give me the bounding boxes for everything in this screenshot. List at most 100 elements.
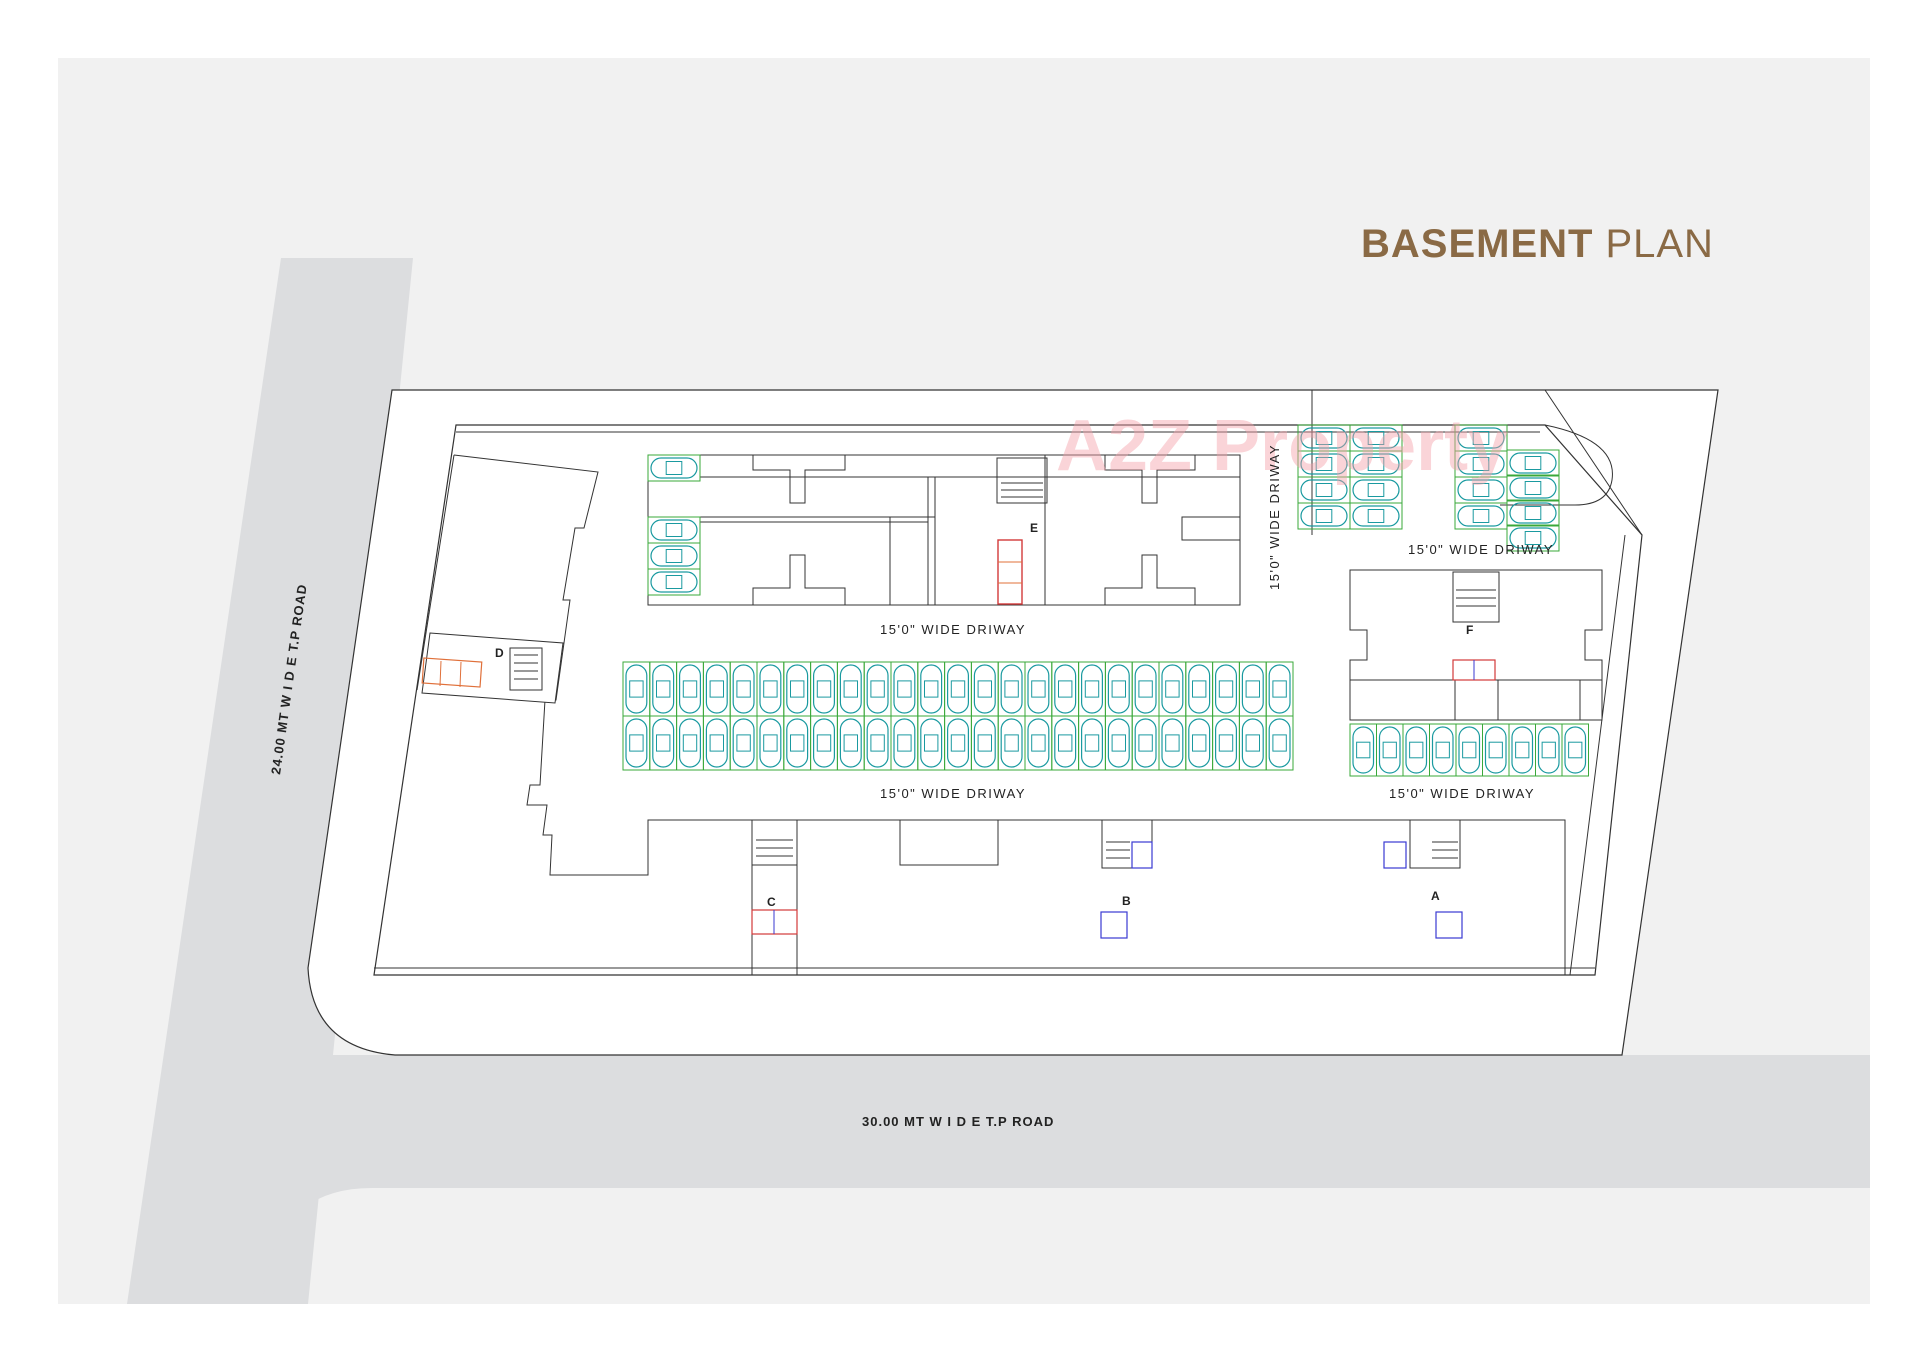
car-symbol [1214, 718, 1237, 768]
corner-ramp-curve [1500, 424, 1613, 506]
car-symbol [1268, 664, 1291, 714]
car-window [1111, 680, 1126, 698]
parking-bay [1506, 524, 1560, 552]
core-d-label: D [495, 646, 504, 660]
core-b-label: B [1122, 894, 1131, 908]
car-symbol [1511, 726, 1534, 774]
car-window [1409, 741, 1424, 759]
car-window [1524, 531, 1542, 545]
car-window [1218, 734, 1234, 752]
driveway-label-top-middle: 15'0" WIDE DRIWAY [880, 622, 1026, 637]
car-symbol [705, 664, 728, 714]
car-window [1462, 741, 1477, 759]
core-e-label: E [1030, 521, 1038, 535]
car-window [897, 734, 912, 752]
parking-bays [622, 424, 1589, 777]
parking-bay [1024, 715, 1053, 771]
car-window [1218, 680, 1234, 698]
page-title-bold: BASEMENT [1361, 222, 1594, 266]
car-symbol [1161, 664, 1184, 714]
bottom-road-label: 30.00 MT W I D E T.P ROAD [862, 1114, 1054, 1129]
car-symbol [1352, 726, 1375, 774]
car-symbol [1107, 718, 1130, 768]
left-road [127, 258, 413, 1304]
car-window [1367, 431, 1385, 445]
car-symbol [1457, 427, 1505, 449]
car-symbol [1268, 718, 1291, 768]
car-symbol [839, 664, 862, 714]
core-d: D [421, 632, 564, 704]
core-f-label: F [1466, 623, 1473, 637]
car-window [1031, 680, 1046, 698]
car-window [709, 680, 724, 698]
car-window [843, 680, 858, 698]
car-window [1111, 734, 1126, 752]
car-symbol [973, 664, 996, 714]
car-window [1356, 741, 1371, 759]
parking-bay [1561, 723, 1589, 777]
parking-bay [702, 715, 731, 771]
car-window [1382, 741, 1397, 759]
top-building: E [647, 454, 1241, 606]
car-window [682, 734, 698, 752]
car-window [1568, 741, 1583, 759]
car-window [870, 734, 885, 752]
car-window [1192, 734, 1207, 752]
car-window [1138, 734, 1153, 752]
parking-bay [647, 568, 701, 596]
car-window [1435, 741, 1450, 759]
car-symbol [1188, 718, 1211, 768]
bottom-road [127, 1055, 1870, 1304]
car-symbol [1134, 718, 1157, 768]
car-symbol [1352, 479, 1400, 501]
car-window [1084, 680, 1100, 698]
car-symbol [1352, 505, 1400, 527]
car-symbol [759, 664, 782, 714]
car-window [656, 680, 671, 698]
core-c-label: C [767, 895, 776, 909]
car-symbol [1484, 726, 1507, 774]
left-tower-outline [453, 454, 649, 876]
car-symbol [650, 457, 698, 479]
car-symbol [812, 718, 835, 768]
car-window [1245, 734, 1260, 752]
car-symbol [1457, 505, 1505, 527]
car-symbol [1188, 664, 1211, 714]
parking-bay [917, 715, 946, 771]
car-window [1472, 431, 1490, 445]
plot-boundary [307, 389, 1719, 1056]
car-symbol [1241, 664, 1264, 714]
driveway-label-bottom-right: 15'0" WIDE DRIWAY [1389, 786, 1535, 801]
parking-bay [647, 516, 701, 544]
car-symbol [625, 664, 648, 714]
car-symbol [678, 664, 701, 714]
car-window [1004, 734, 1019, 752]
car-symbol [1509, 477, 1557, 499]
car-symbol [1509, 452, 1557, 474]
bottom-block: C B A [550, 819, 1566, 975]
car-symbol [973, 718, 996, 768]
car-symbol [705, 718, 728, 768]
driveway-label-bottom-middle: 15'0" WIDE DRIWAY [880, 786, 1026, 801]
car-window [1315, 431, 1333, 445]
parking-bay [1349, 502, 1403, 530]
car-window [665, 575, 683, 589]
car-window [816, 734, 832, 752]
car-window [1245, 680, 1260, 698]
right-building: F [1349, 569, 1603, 721]
car-window [1031, 734, 1046, 752]
car-symbol [866, 718, 889, 768]
car-symbol [1080, 664, 1103, 714]
car-symbol [650, 571, 698, 593]
parking-bay [1265, 715, 1294, 771]
car-window [843, 734, 858, 752]
parking-bay [1297, 502, 1351, 530]
car-window [1524, 506, 1542, 520]
car-window [790, 734, 805, 752]
car-window [1192, 680, 1207, 698]
car-symbol [732, 664, 755, 714]
car-symbol [1134, 664, 1157, 714]
car-symbol [1457, 479, 1505, 501]
car-window [790, 680, 805, 698]
